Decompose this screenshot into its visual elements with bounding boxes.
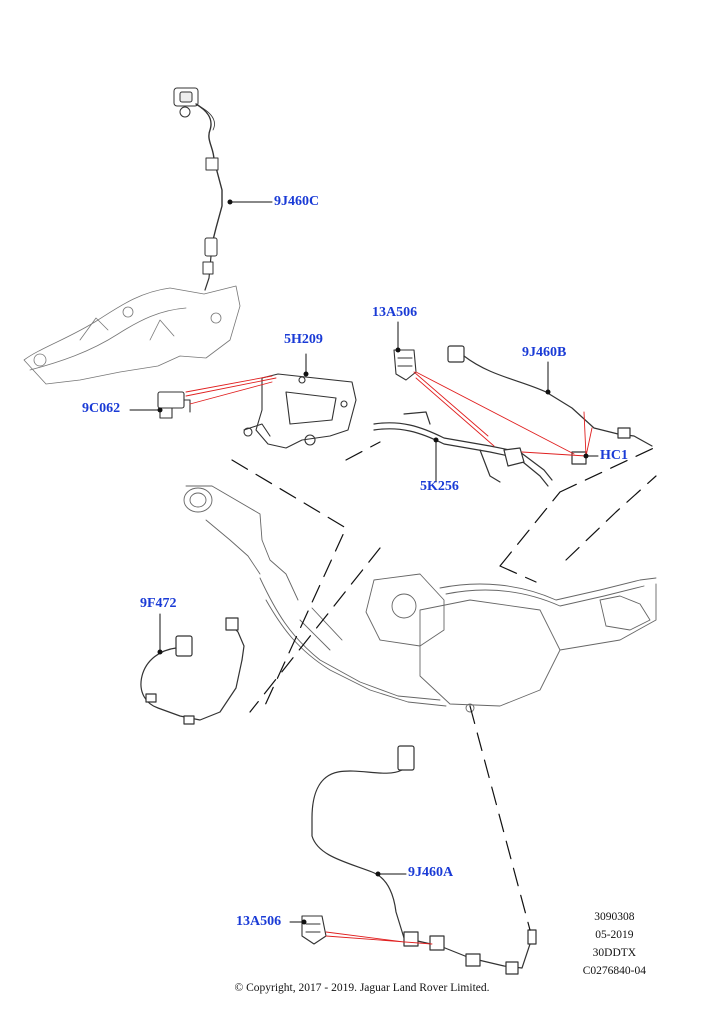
sensor-harness-9F472[interactable]: [140, 617, 245, 725]
leader-lines: [129, 201, 599, 923]
phantom-lines: [231, 441, 659, 931]
callout-13A506-top[interactable]: 13A506: [372, 305, 418, 320]
red-leader-lines: [185, 371, 593, 945]
reference-engine-code: 30DDTX: [592, 947, 637, 959]
bracket-5H209[interactable]: [243, 373, 357, 449]
tube-5K256[interactable]: [373, 411, 553, 487]
clip-13A506-top[interactable]: [393, 349, 417, 381]
callout-HC1[interactable]: HC1: [600, 448, 628, 463]
reference-number: 3090308: [594, 911, 635, 923]
callout-9J460C[interactable]: 9J460C: [274, 194, 320, 209]
sensor-harness-9J460A[interactable]: [311, 745, 537, 975]
callout-9J460B[interactable]: 9J460B: [522, 345, 567, 360]
clip-13A506-bottom[interactable]: [301, 915, 327, 945]
callout-5K256[interactable]: 5K256: [420, 479, 459, 494]
callout-9C062[interactable]: 9C062: [82, 401, 121, 416]
callout-9F472[interactable]: 9F472: [140, 596, 177, 611]
pressure-sensor-9C062[interactable]: [157, 391, 191, 419]
callout-13A506-bottom[interactable]: 13A506: [236, 914, 282, 929]
leader-dots: [157, 199, 589, 925]
reference-illustration-id: C0276840-04: [582, 965, 646, 977]
exhaust-downpipe-and-catalyst: [183, 485, 657, 713]
sensor-harness-9J460B[interactable]: [447, 345, 653, 465]
drawing-reference: 3090308 05-2019 30DDTX C0276840-04: [583, 908, 646, 980]
copyright-notice: © Copyright, 2017 - 2019. Jaguar Land Ro…: [234, 982, 490, 994]
callout-9J460A[interactable]: 9J460A: [408, 865, 454, 880]
sensor-harness-9J460C[interactable]: [173, 87, 223, 291]
reference-date: 05-2019: [595, 929, 634, 941]
exhaust-manifold: [23, 285, 241, 385]
callout-5H209[interactable]: 5H209: [284, 332, 323, 347]
